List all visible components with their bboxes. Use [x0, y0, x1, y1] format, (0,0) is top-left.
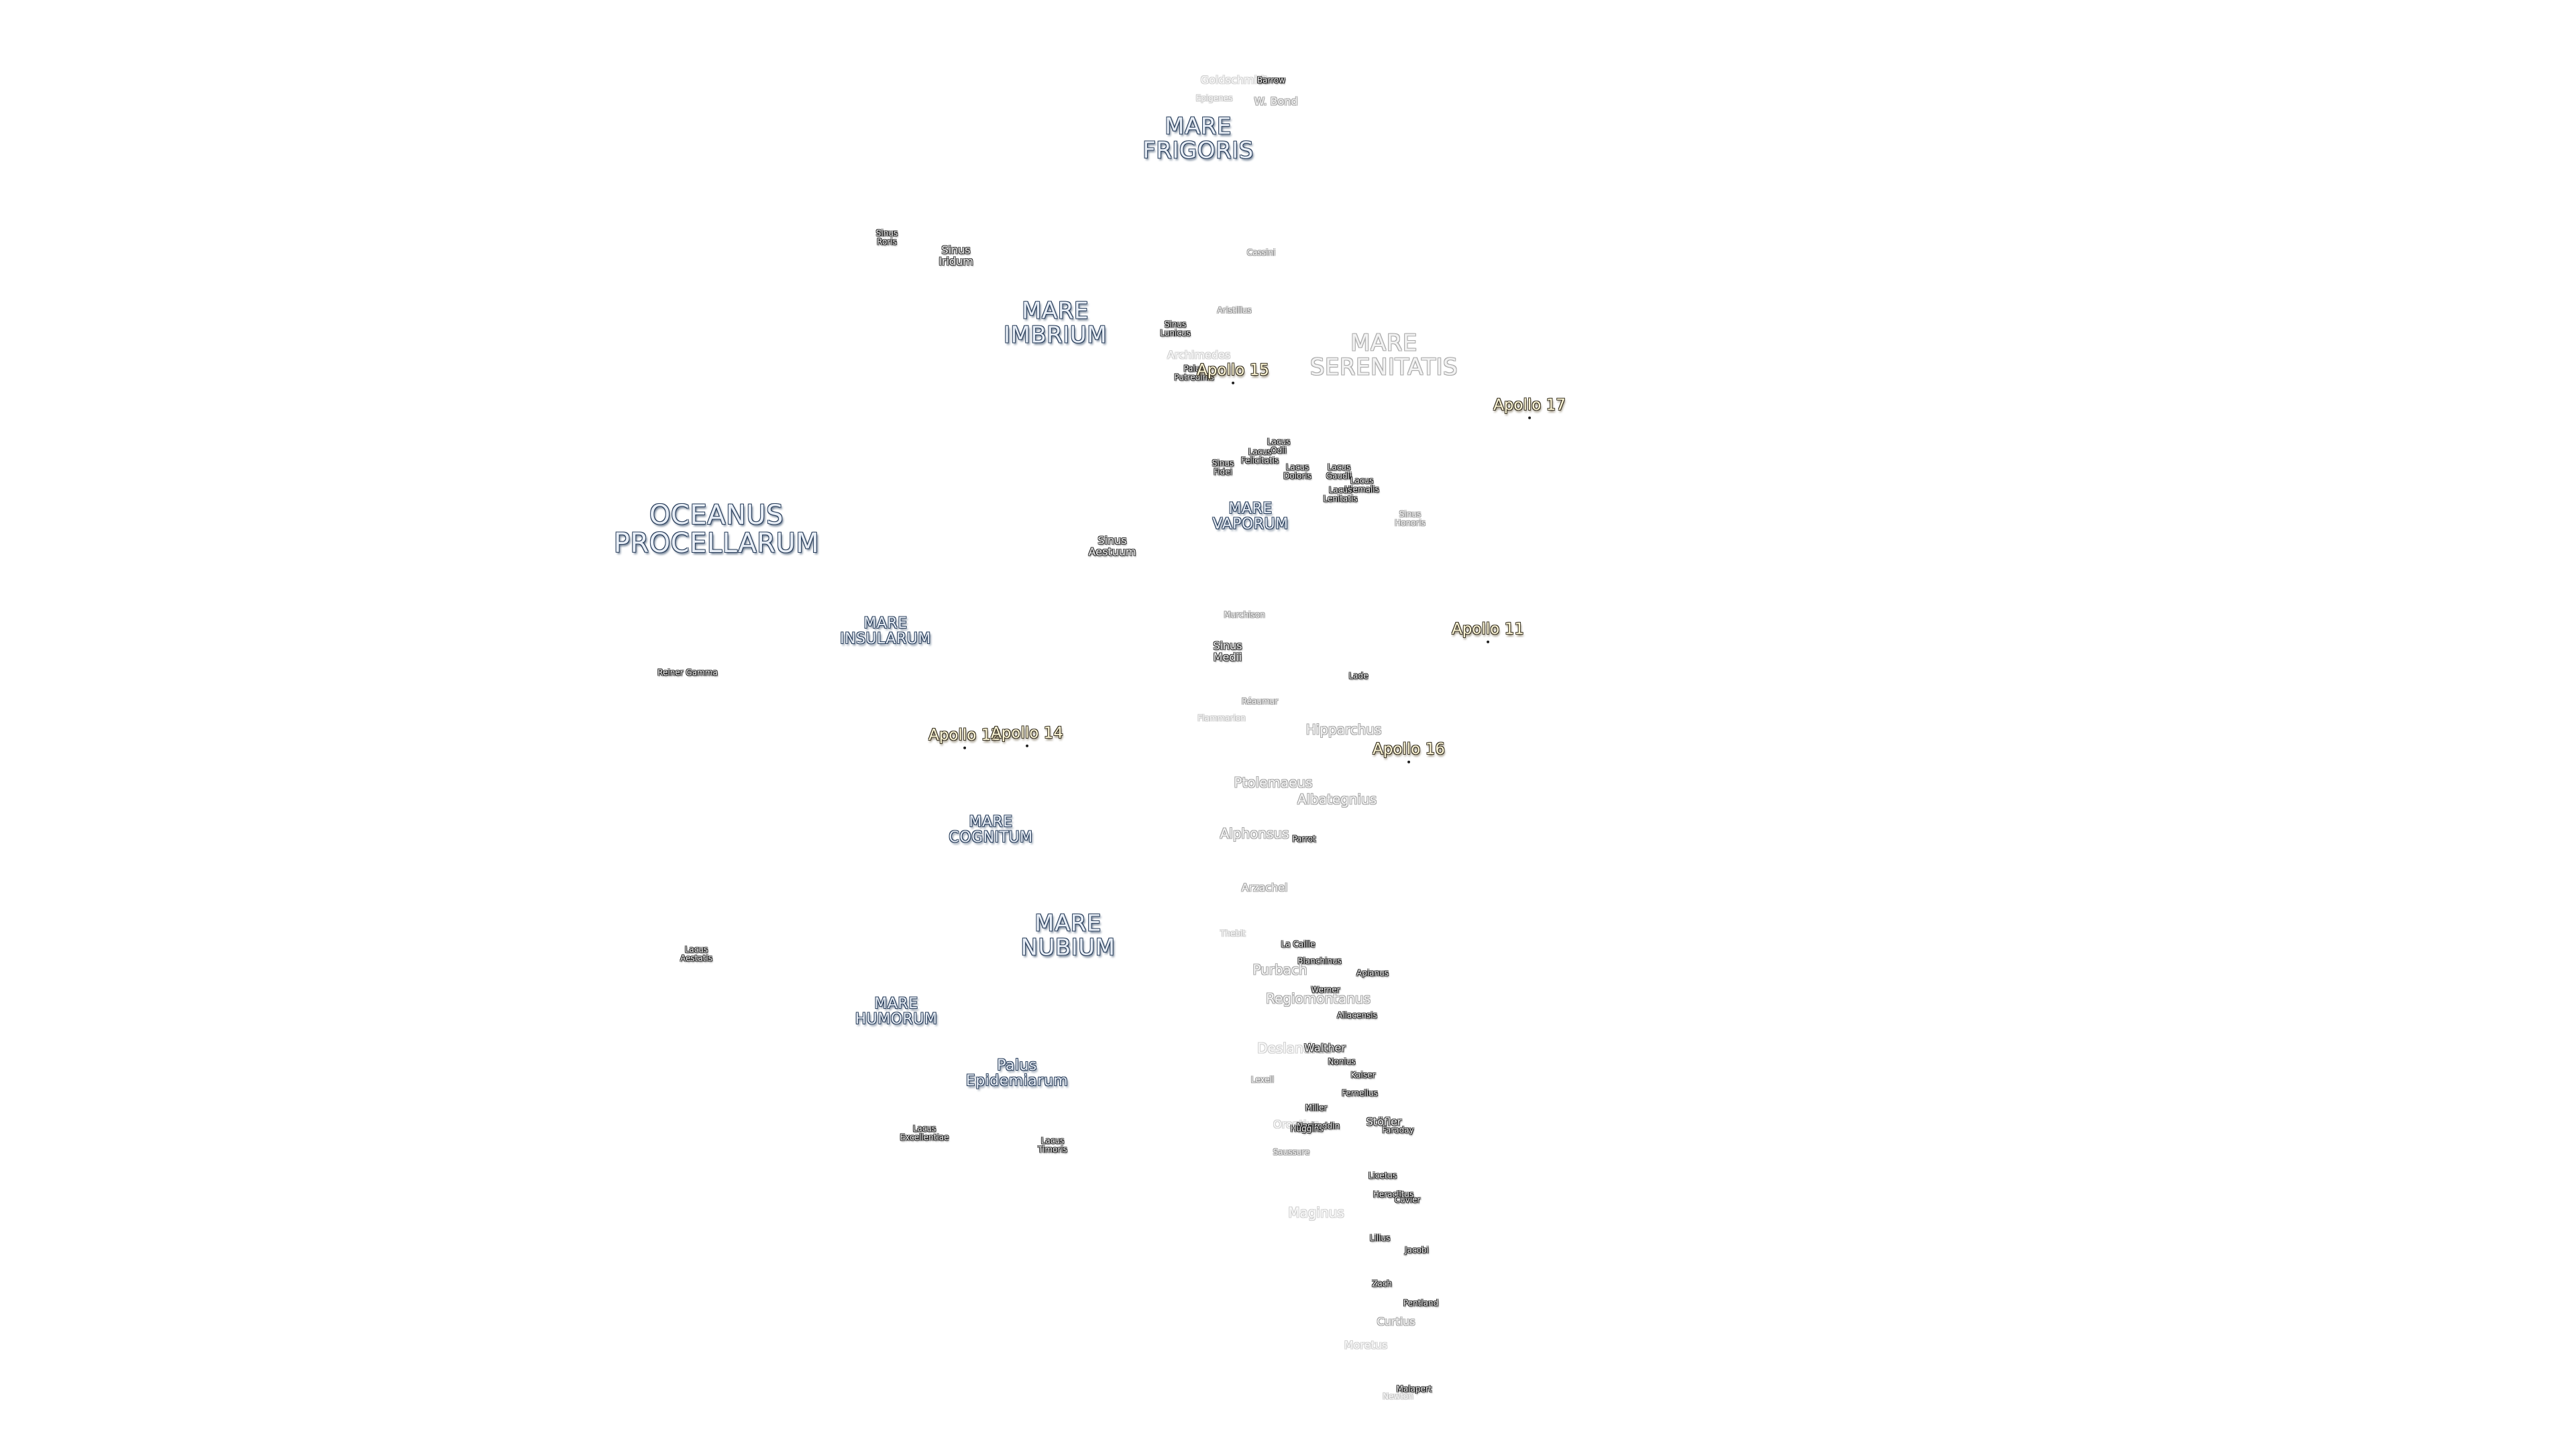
- map-label-lacus-aestatis: Lacus Aestatis: [680, 945, 712, 963]
- map-label-sinus-iridum: Sinus Iridum: [938, 244, 973, 268]
- map-label-mare-insularum: MARE INSULARUM: [840, 614, 931, 647]
- map-label-alphonsus: Alphonsus: [1220, 825, 1289, 842]
- map-label-lacus-excellentiae: Lacus Excellentiae: [900, 1124, 949, 1142]
- map-label-w-bond: W. Bond: [1254, 95, 1298, 108]
- map-label-apollo-14: Apollo 14: [991, 724, 1063, 748]
- map-label-purbach: Purbach: [1252, 961, 1307, 978]
- map-label-blanchinus: Blanchinus: [1297, 956, 1342, 966]
- map-label-thebit: Thebit: [1220, 928, 1246, 938]
- map-label-apianus: Apianus: [1356, 968, 1389, 978]
- map-label-lacus-odii: Lacus Odii: [1267, 437, 1291, 455]
- map-label-cuvier: Cuvier: [1394, 1195, 1421, 1205]
- map-label-curtius: Curtius: [1377, 1315, 1415, 1328]
- map-label-lacus-lenitatis: Lacus Lenitatis: [1323, 485, 1358, 503]
- map-label-sinus-honoris: Sinus Honoris: [1395, 509, 1426, 527]
- map-label-heraclitus: Heraclitus: [1373, 1189, 1414, 1199]
- map-label-reiner-gamma: Reiner Gamma: [657, 667, 718, 678]
- map-label-aliacensis: Aliacensis: [1337, 1010, 1377, 1020]
- map-label-fernelius: Fernelius: [1342, 1088, 1378, 1098]
- map-label-reaumur: Réaumur: [1241, 696, 1279, 706]
- map-label-oceanus-procellarum: OCEANUS PROCELLARUM: [613, 500, 820, 559]
- map-label-aristillus: Aristillus: [1217, 305, 1252, 315]
- map-label-walther: Walther: [1304, 1041, 1346, 1055]
- map-label-apollo-12: Apollo 12: [928, 726, 1001, 750]
- map-label-lade: Lade: [1348, 671, 1368, 681]
- map-label-mare-serenitatis: MARE SERENITATIS: [1309, 329, 1458, 380]
- map-label-sinus-aestuum: Sinus Aestuum: [1088, 534, 1136, 558]
- map-label-deslandres: Deslandres: [1257, 1040, 1332, 1057]
- map-label-huggins: Huggins: [1290, 1124, 1324, 1134]
- map-label-moretus: Moretus: [1344, 1338, 1388, 1352]
- map-label-mare-cognitum: MARE COGNITUM: [949, 813, 1033, 846]
- map-label-sinus-lunicus: Sinus Lunicus: [1160, 319, 1191, 337]
- map-label-apollo-16: Apollo 16: [1373, 740, 1445, 764]
- map-label-ptolemaeus: Ptolemaeus: [1234, 774, 1313, 791]
- map-label-faraday: Faraday: [1382, 1125, 1414, 1135]
- map-label-mare-frigoris: MARE FRIGORIS: [1142, 113, 1254, 164]
- map-label-lacus-hiemalis: Lacus Hiemalis: [1344, 476, 1379, 494]
- map-label-sinus-fidei: Sinus Fidei: [1212, 458, 1234, 476]
- map-label-la-caille: La Caille: [1281, 939, 1316, 949]
- map-label-parrot: Parrot: [1292, 834, 1316, 844]
- map-label-licetus: Licetus: [1368, 1171, 1397, 1181]
- map-label-orontius: Orontius: [1273, 1118, 1319, 1131]
- map-label-apollo-17: Apollo 17: [1493, 396, 1566, 420]
- map-label-lilius: Lilius: [1369, 1233, 1391, 1243]
- map-label-saussure: Saussure: [1273, 1147, 1310, 1157]
- map-label-kaiser: Kaiser: [1350, 1070, 1376, 1080]
- map-label-hipparchus: Hipparchus: [1305, 721, 1382, 738]
- map-label-malapert: Malapert: [1396, 1384, 1432, 1394]
- map-label-lacus-gaudii: Lacus Gaudii: [1326, 462, 1352, 480]
- map-label-arzachel: Arzachel: [1241, 881, 1288, 894]
- map-label-archimedes: Archimedes: [1167, 348, 1231, 362]
- map-label-sinus-medii: Sinus Medii: [1213, 639, 1242, 663]
- map-label-mare-humorum: MARE HUMORUM: [855, 995, 938, 1028]
- map-label-sinus-roris: Sinus Roris: [875, 228, 898, 246]
- map-label-epigenes: Epigenes: [1195, 93, 1233, 103]
- map-label-lacus-timoris: Lacus Timoris: [1038, 1136, 1067, 1154]
- map-label-murchison: Murchison: [1224, 610, 1265, 620]
- map-label-zach: Zach: [1372, 1279, 1392, 1289]
- map-label-palus-putredinis: Palus Putredinis: [1174, 364, 1214, 382]
- map-label-jacobi: Jacobi: [1405, 1245, 1429, 1255]
- map-label-apollo-11: Apollo 11: [1452, 620, 1524, 644]
- map-label-lexell: Lexell: [1250, 1075, 1275, 1085]
- map-label-werner: Werner: [1311, 985, 1340, 995]
- map-label-barrow: Barrow: [1256, 75, 1286, 85]
- map-label-goldschmidt: Goldschmidt: [1200, 73, 1269, 87]
- map-label-mare-imbrium: MARE IMBRIUM: [1003, 297, 1108, 348]
- map-label-apollo-15: Apollo 15: [1197, 361, 1269, 385]
- map-label-mare-vaporum: MARE VAPORUM: [1212, 500, 1289, 533]
- map-label-albategnius: Albategnius: [1297, 791, 1377, 808]
- map-label-miller: Miller: [1305, 1103, 1328, 1113]
- map-label-mare-nubium: MARE NUBIUM: [1020, 910, 1116, 961]
- map-label-stofler: Stöfler: [1366, 1115, 1402, 1128]
- map-label-maginus: Maginus: [1288, 1204, 1344, 1221]
- map-label-nonius: Nonius: [1328, 1057, 1356, 1067]
- map-label-newton: Newton: [1383, 1391, 1413, 1401]
- map-label-nasireddin: Nasireddin: [1296, 1121, 1340, 1131]
- map-label-cassini: Cassini: [1246, 248, 1276, 258]
- map-label-flammarion: Flammarion: [1197, 713, 1246, 723]
- map-label-palus-epidemiarum: Palus Epidemiarum: [965, 1057, 1069, 1089]
- map-label-pentland: Pentland: [1403, 1298, 1439, 1308]
- map-label-lacus-doloris: Lacus Doloris: [1283, 462, 1311, 480]
- map-label-regiomontanus: Regiomontanus: [1265, 990, 1371, 1007]
- map-label-lacus-felicitatis: Lacus Felicitatis: [1240, 447, 1279, 465]
